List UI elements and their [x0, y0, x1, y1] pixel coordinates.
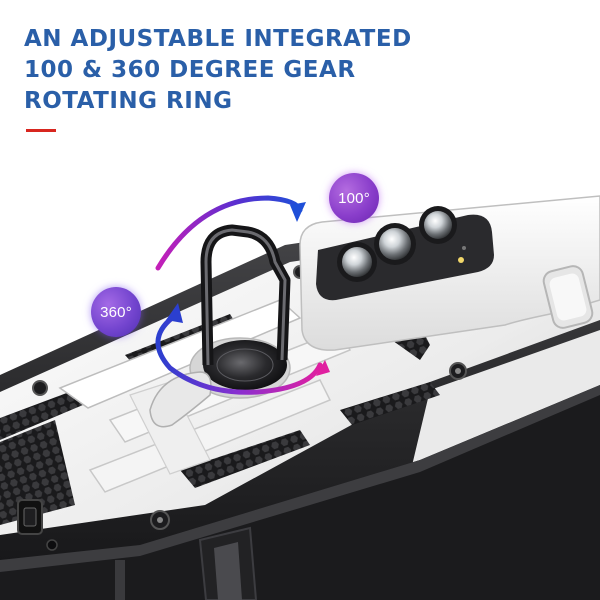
rotation-arrow-360 [155, 315, 323, 395]
headline-line-1: AN ADJUSTABLE INTEGRATED [24, 26, 412, 52]
grip-panel [180, 430, 310, 488]
headline-line-3: ROTATING RING [24, 88, 233, 114]
camera-lenses [337, 206, 466, 282]
grip-panel [0, 420, 75, 525]
accent-underline [26, 129, 56, 132]
badge-100-degree: 100° [329, 173, 379, 223]
grip-panel [340, 382, 440, 425]
headline-line-2: 100 & 360 DEGREE GEAR [24, 57, 356, 83]
headline: AN ADJUSTABLE INTEGRATED 100 & 360 DEGRE… [24, 24, 412, 117]
ring-disc [203, 340, 287, 390]
rotation-arrow-100 [155, 195, 303, 271]
grip-panel [0, 388, 90, 440]
badge-360-degree: 360° [91, 287, 141, 337]
